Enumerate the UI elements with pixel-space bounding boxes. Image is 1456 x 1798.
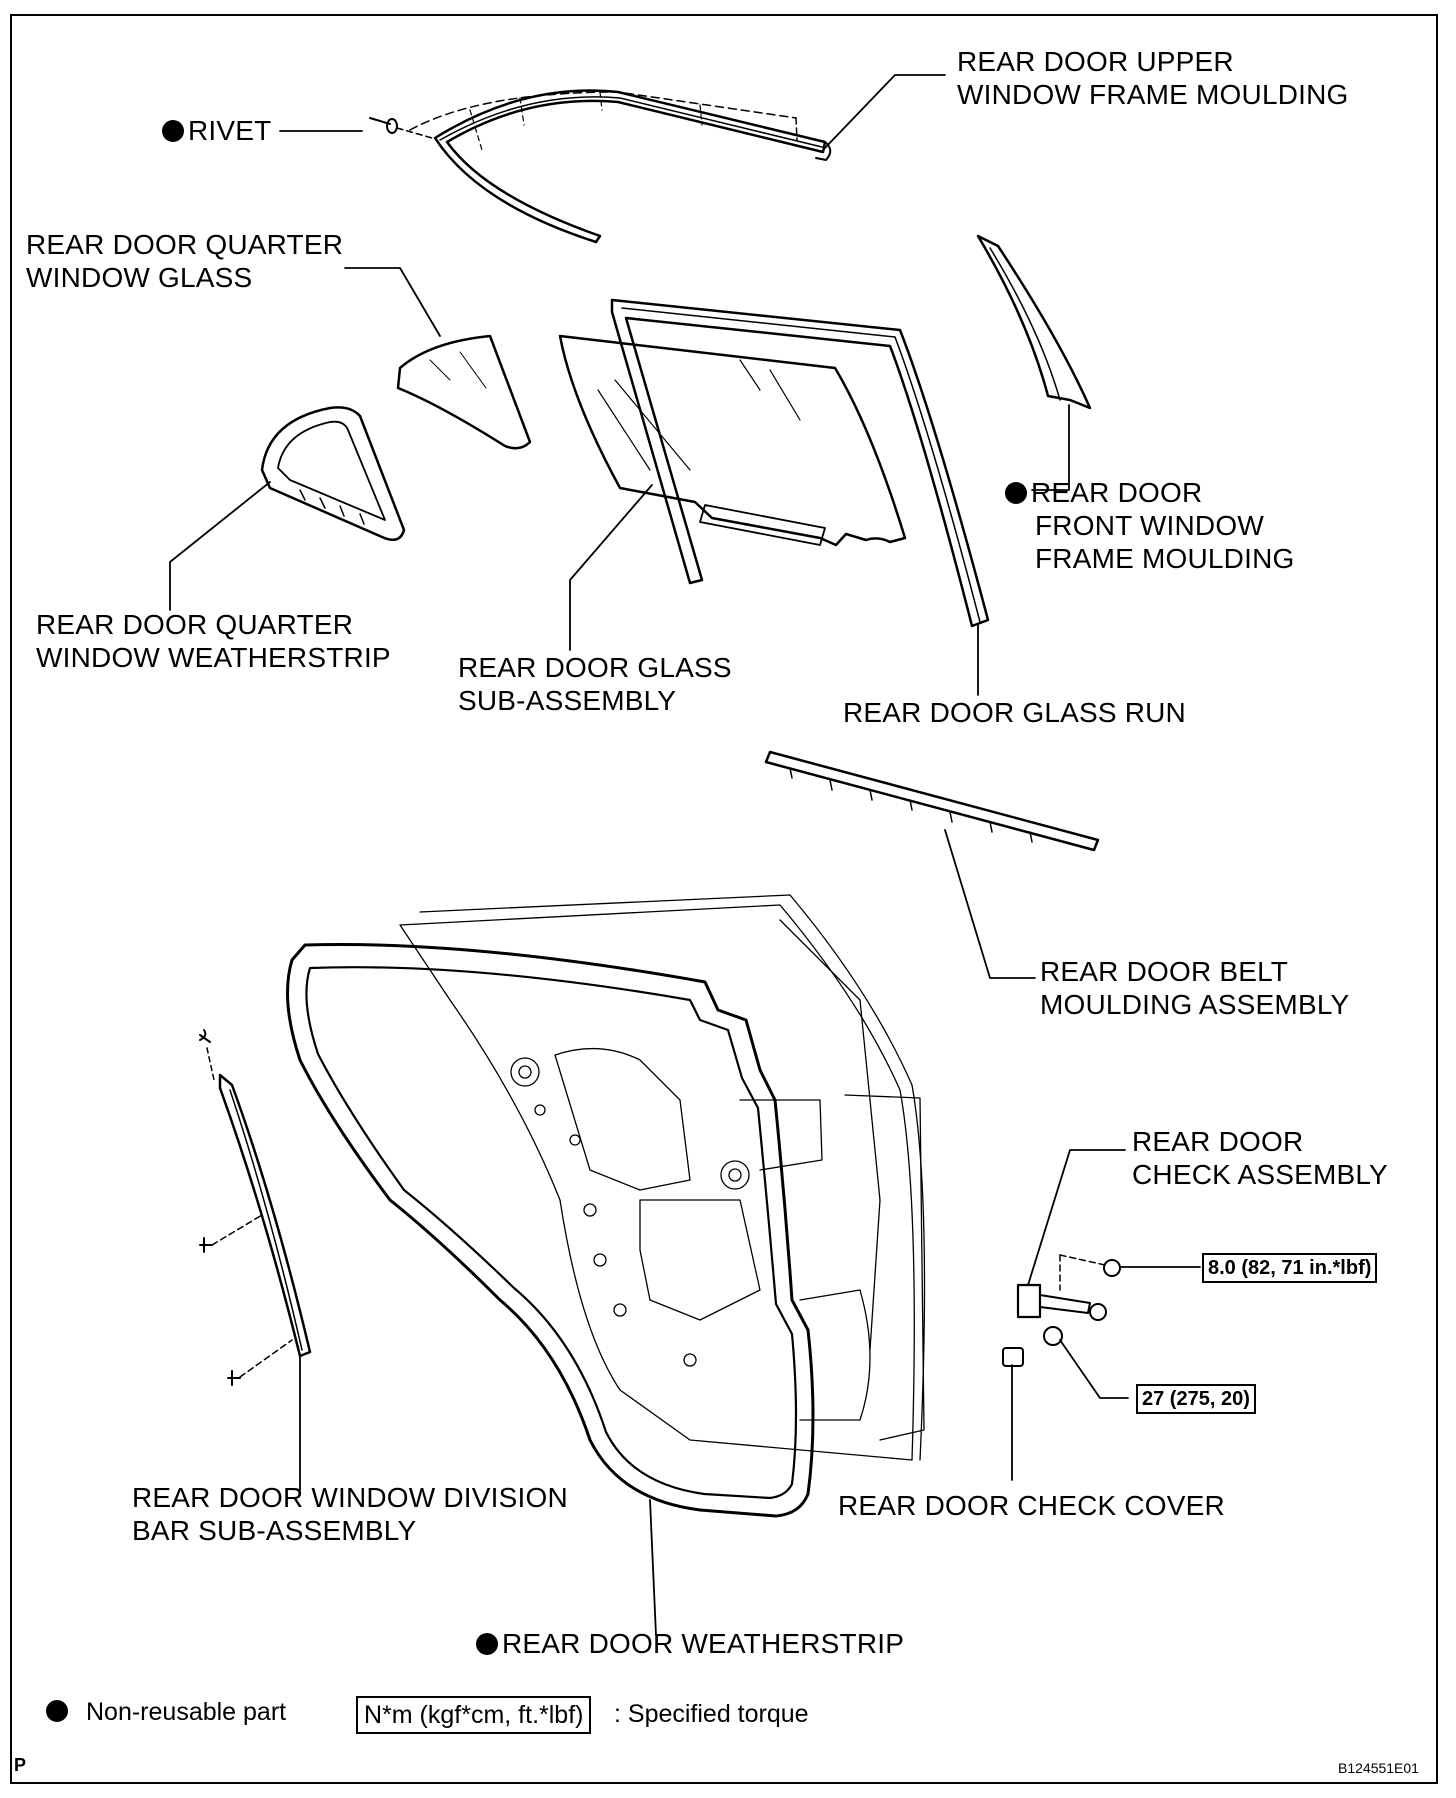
page-letter: P — [14, 1755, 27, 1775]
leader-lines — [169, 74, 1201, 1636]
rear-door-glass-sub-assembly — [558, 334, 907, 547]
glass-sub-assembly-label: REAR DOOR GLASS SUB-ASSEMBLY — [458, 652, 732, 716]
upper-window-frame-moulding-label: REAR DOOR UPPER WINDOW FRAME MOULDING — [957, 46, 1349, 110]
door-weatherstrip-label: REAR DOOR WEATHERSTRIP — [476, 1627, 904, 1660]
non-reusable-dot-icon — [162, 120, 184, 142]
rear-door-panel — [399, 894, 926, 1461]
rivet-part — [369, 117, 433, 139]
quarter-window-glass-label: REAR DOOR QUARTER WINDOW GLASS — [26, 229, 344, 293]
rear-door-belt-moulding — [764, 750, 1100, 852]
front-window-frame-moulding — [976, 234, 1092, 410]
rear-door-weatherstrip — [286, 942, 815, 1518]
non-reusable-dot-icon — [476, 1633, 498, 1655]
check-bolt-torque: 8.0 (82, 71 in.*lbf) — [1202, 1253, 1378, 1283]
rear-door-check-assembly — [1002, 1254, 1121, 1367]
door-check-cover-label: REAR DOOR CHECK COVER — [838, 1490, 1225, 1521]
window-division-bar-label: REAR DOOR WINDOW DIVISION BAR SUB-ASSEMB… — [132, 1482, 568, 1546]
legend-non-reusable: Non-reusable part — [46, 1698, 286, 1727]
legend-torque-unit: N*m (kgf*cm, ft.*lbf) — [356, 1696, 592, 1734]
figure-id: B124551E01 — [1338, 1760, 1419, 1776]
check-nut-torque: 27 (275, 20) — [1136, 1384, 1256, 1414]
window-division-bar — [199, 1029, 312, 1386]
rivet-label: RIVET — [162, 114, 271, 147]
non-reusable-dot-icon — [46, 1700, 68, 1722]
front-window-frame-moulding-label: REAR DOOR FRONT WINDOW FRAME MOULDING — [1005, 476, 1294, 575]
non-reusable-dot-icon — [1005, 482, 1027, 504]
quarter-window-weatherstrip — [260, 406, 406, 542]
legend-torque-description: : Specified torque — [614, 1700, 809, 1728]
door-check-assembly-label: REAR DOOR CHECK ASSEMBLY — [1132, 1126, 1388, 1190]
belt-moulding-label: REAR DOOR BELT MOULDING ASSEMBLY — [1040, 956, 1350, 1020]
glass-run-label: REAR DOOR GLASS RUN — [843, 697, 1186, 728]
upper-window-frame-moulding — [409, 89, 832, 244]
quarter-window-weatherstrip-label: REAR DOOR QUARTER WINDOW WEATHERSTRIP — [36, 609, 391, 673]
quarter-window-glass — [396, 334, 532, 450]
diagram-frame — [10, 14, 1438, 1784]
rear-door-glass-run — [610, 298, 990, 628]
